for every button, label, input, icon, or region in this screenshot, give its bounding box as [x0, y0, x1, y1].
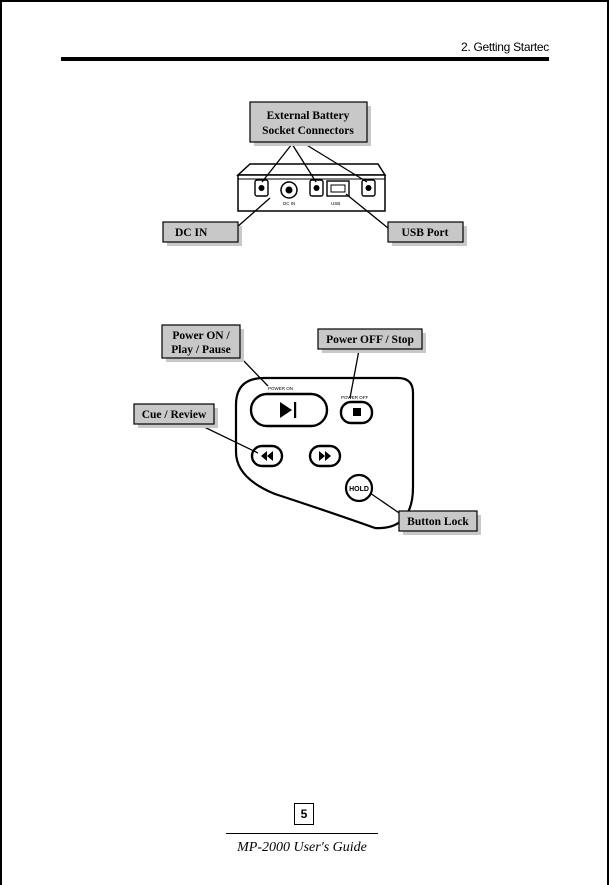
rewind-button [250, 444, 284, 468]
usb-socket [326, 180, 350, 197]
dc-in-device-label: DC IN [283, 201, 295, 206]
hold-button: HOLD [344, 473, 374, 503]
device-end-view-figure: DC IN USB External Battery Socket Connec… [162, 101, 467, 246]
battery-socket-middle [309, 179, 324, 197]
power-on-callout: Power ON / Play / Pause [161, 324, 244, 362]
header-rule [61, 57, 549, 61]
button-lock-callout: Button Lock [398, 510, 481, 535]
svg-text:DC IN: DC IN [175, 227, 208, 239]
cue-review-callout: Cue / Review [133, 403, 218, 428]
battery-socket-left [254, 179, 269, 197]
guide-title: MP-2000 User's Guide [237, 840, 367, 855]
svg-text:Button Lock: Button Lock [407, 516, 469, 528]
svg-text:HOLD: HOLD [349, 486, 369, 493]
page-number: 5 [294, 803, 314, 825]
battery-socket-right [361, 179, 376, 197]
play-pause-button [249, 392, 329, 428]
control-panel-figure: POWER ON POWER OFF HOLD [133, 324, 481, 535]
svg-text:Power ON /: Power ON / [172, 330, 230, 342]
svg-text:Cue / Review: Cue / Review [142, 409, 207, 421]
footer-rule [226, 833, 378, 834]
external-battery-callout: External Battery Socket Connectors [249, 101, 371, 146]
rewind-icon [261, 451, 273, 461]
power-off-device-label: POWER OFF [341, 395, 368, 400]
dc-in-jack [280, 181, 298, 199]
svg-text:Power OFF / Stop: Power OFF / Stop [326, 334, 414, 346]
svg-text:External Battery: External Battery [267, 110, 350, 122]
svg-text:Play / Pause: Play / Pause [171, 344, 230, 356]
svg-text:Socket Connectors: Socket Connectors [262, 125, 354, 137]
usb-port-callout: USB Port [387, 221, 467, 246]
usb-device-label: USB [331, 201, 340, 206]
stop-icon [353, 408, 361, 416]
power-off-callout: Power OFF / Stop [317, 328, 426, 353]
section-header: 2. Getting Startec [461, 40, 549, 54]
leader-lines-figure1 [235, 143, 389, 229]
play-pause-icon [280, 402, 292, 418]
stop-button [339, 400, 374, 425]
svg-text:USB Port: USB Port [402, 227, 449, 239]
fast-forward-icon [319, 451, 331, 461]
power-on-device-label: POWER ON [268, 386, 293, 391]
dc-in-callout: DC IN [162, 221, 242, 246]
fast-forward-button [308, 444, 342, 468]
